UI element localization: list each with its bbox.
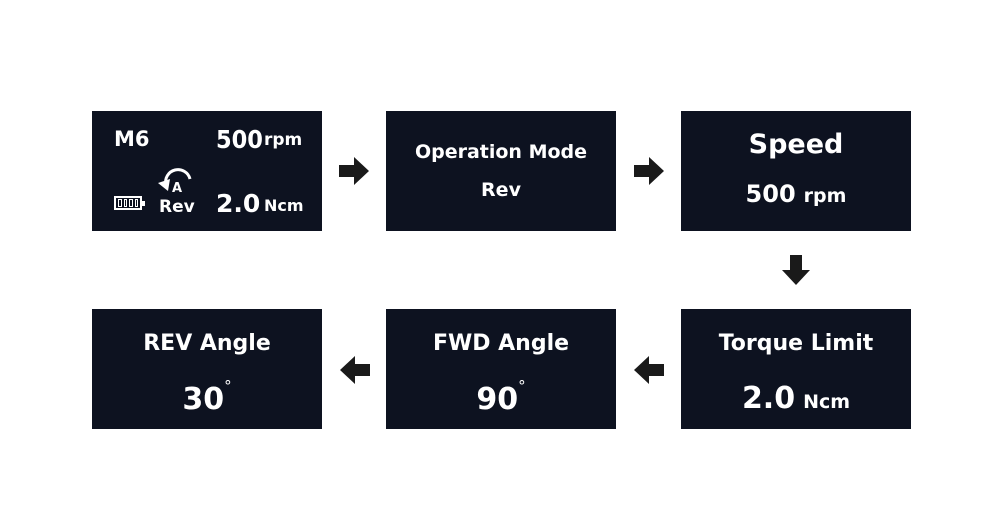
fwd-angle-title: FWD Angle bbox=[432, 331, 570, 356]
rev-angle-readout: 30° bbox=[92, 377, 322, 417]
degree-symbol: ° bbox=[518, 377, 526, 395]
speed-unit: rpm bbox=[803, 185, 847, 207]
fwd-angle-readout: 90° bbox=[386, 377, 616, 417]
speed-screen: Speed 500 rpm bbox=[681, 111, 911, 231]
speed-title: Speed bbox=[748, 129, 844, 160]
speed-unit: rpm bbox=[264, 130, 303, 150]
status-screen: M6 500 rpm A Rev 2.0 Ncm bbox=[92, 111, 322, 231]
rev-angle-screen: REV Angle 30° bbox=[92, 309, 322, 429]
mode-label: Rev bbox=[159, 197, 195, 217]
arrow-right-icon bbox=[339, 157, 369, 185]
rev-angle-title: REV Angle bbox=[143, 331, 271, 356]
speed-value: 500 bbox=[745, 180, 796, 208]
arrow-left-icon bbox=[340, 356, 370, 384]
torque-limit-readout: 2.0 Ncm bbox=[681, 381, 911, 416]
speed-readout: 500 rpm bbox=[681, 180, 911, 208]
operation-mode-title: Operation Mode bbox=[414, 141, 588, 163]
fwd-angle-value: 90 bbox=[476, 382, 519, 417]
torque-limit-screen: Torque Limit 2.0 Ncm bbox=[681, 309, 911, 429]
arrow-down-icon bbox=[782, 255, 810, 285]
battery-icon bbox=[114, 196, 145, 210]
degree-symbol: ° bbox=[224, 377, 232, 395]
fwd-angle-screen: FWD Angle 90° bbox=[386, 309, 616, 429]
torque-limit-title: Torque Limit bbox=[718, 331, 874, 356]
operation-mode-screen: Operation Mode Rev bbox=[386, 111, 616, 231]
speed-value: 500 bbox=[216, 125, 263, 154]
rev-angle-value: 30 bbox=[182, 382, 225, 417]
operation-mode-value: Rev bbox=[481, 179, 521, 201]
arrow-right-icon bbox=[634, 157, 664, 185]
reverse-rotation-icon: A bbox=[158, 168, 192, 193]
mode-icon-letter: A bbox=[172, 181, 182, 193]
torque-value: 2.0 bbox=[216, 189, 261, 218]
torque-limit-unit: Ncm bbox=[803, 391, 851, 413]
torque-unit: Ncm bbox=[264, 196, 304, 215]
model-label: M6 bbox=[114, 127, 150, 151]
torque-limit-value: 2.0 bbox=[741, 381, 796, 416]
arrow-left-icon bbox=[634, 356, 664, 384]
